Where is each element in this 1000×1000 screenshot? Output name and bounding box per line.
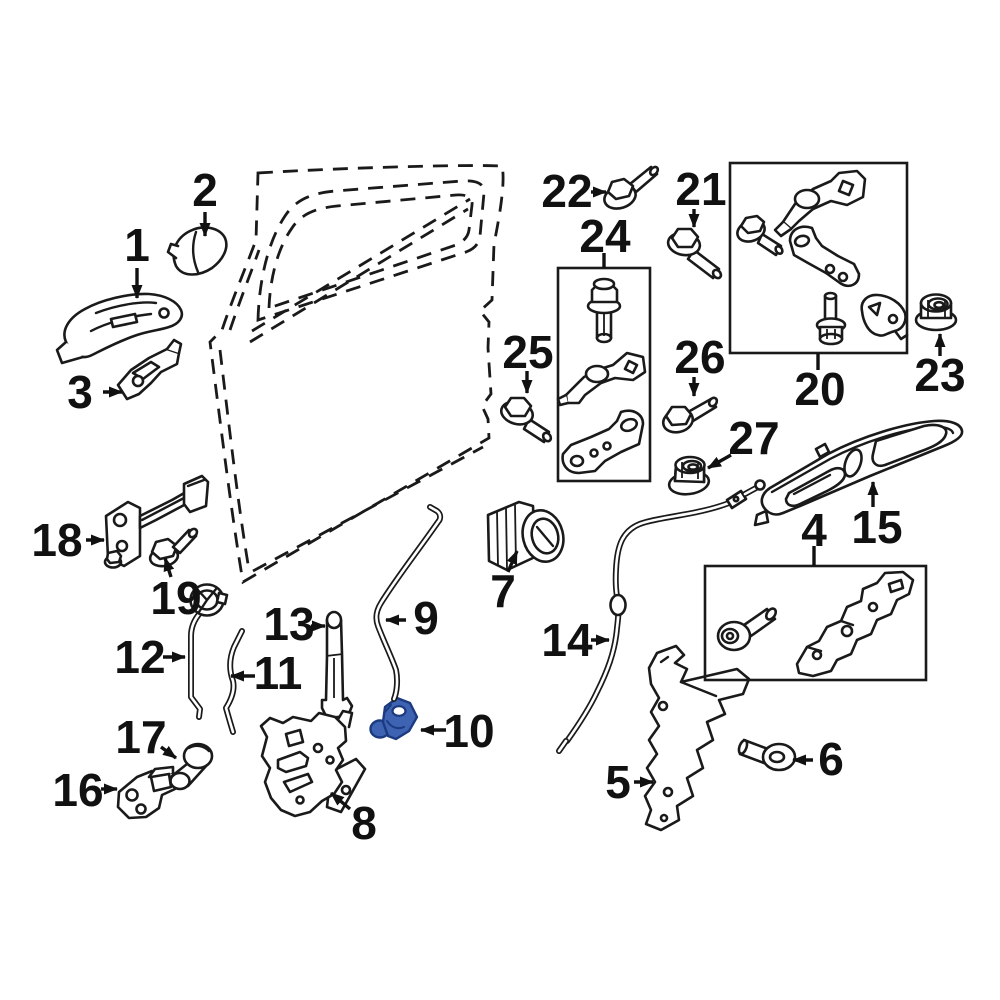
callout-label-17: 17 bbox=[115, 711, 166, 763]
part-24-bolt bbox=[586, 277, 622, 344]
callout-label-2: 2 bbox=[192, 164, 218, 216]
part-12-lock-rod-grommet bbox=[188, 583, 229, 720]
part-4-reinforcement-bracket bbox=[795, 570, 915, 678]
callout-label-11: 11 bbox=[254, 647, 303, 699]
part-6-shoulder-screw bbox=[737, 738, 797, 772]
callout-label-24: 24 bbox=[579, 210, 631, 262]
part-16-bracket bbox=[116, 765, 177, 820]
callout-label-21: 21 bbox=[675, 163, 726, 215]
part-23-flange-nut bbox=[914, 293, 958, 332]
callout-label-1: 1 bbox=[124, 219, 150, 271]
part-1-exterior-door-handle bbox=[55, 292, 184, 365]
part-20-knuckle bbox=[860, 293, 909, 341]
callout-label-27: 27 bbox=[728, 412, 779, 464]
callout-label-18: 18 bbox=[31, 514, 82, 566]
part-10-rod-clip-highlighted bbox=[369, 696, 419, 741]
group-box-4-reinforcement-kit bbox=[703, 564, 928, 682]
callout-label-10: 10 bbox=[443, 705, 494, 757]
part-19-check-strap-bolt bbox=[148, 527, 199, 568]
part-11-lock-rod bbox=[223, 628, 245, 735]
group-box-24-striker-kit bbox=[556, 266, 652, 483]
part-9-latch-rod bbox=[373, 504, 444, 702]
part-20-bolt bbox=[736, 214, 784, 257]
part-20-bracket-upper bbox=[773, 169, 867, 238]
callout-label-6: 6 bbox=[818, 733, 844, 785]
part-24-bracket-lower bbox=[561, 409, 645, 475]
part-2-handle-end-cap bbox=[166, 226, 228, 276]
part-24-bracket-upper bbox=[556, 351, 647, 407]
callout-arrow-17 bbox=[159, 745, 178, 760]
part-22-hinge-bolt bbox=[603, 165, 660, 210]
callout-label-3: 3 bbox=[67, 366, 93, 418]
callout-label-22: 22 bbox=[541, 165, 592, 217]
callout-label-25: 25 bbox=[502, 326, 553, 378]
callout-label-19: 19 bbox=[150, 572, 201, 624]
part-18-door-check-strap bbox=[103, 474, 210, 569]
callout-label-16: 16 bbox=[52, 764, 103, 816]
part-15-interior-handle-bezel bbox=[753, 419, 964, 527]
callout-label-15: 15 bbox=[851, 501, 902, 553]
part-3-handle-mount-bracket bbox=[116, 338, 183, 401]
callout-label-20: 20 bbox=[794, 363, 845, 415]
callout-label-14: 14 bbox=[541, 614, 593, 666]
callout-label-12: 12 bbox=[114, 631, 165, 683]
door-panel-outline bbox=[208, 164, 505, 585]
callout-arrow-7 bbox=[506, 550, 519, 573]
callout-label-26: 26 bbox=[674, 331, 725, 383]
callout-label-9: 9 bbox=[413, 592, 439, 644]
part-7-lock-cylinder bbox=[486, 500, 565, 572]
part-21-hinge-bolt bbox=[666, 227, 723, 280]
part-26-bolt bbox=[661, 396, 719, 434]
callout-label-4: 4 bbox=[801, 504, 827, 556]
callout-label-5: 5 bbox=[605, 756, 631, 808]
callout-label-23: 23 bbox=[914, 349, 965, 401]
part-14-release-cable bbox=[556, 479, 766, 754]
part-27-flange-nut bbox=[667, 455, 711, 496]
part-4-screw bbox=[716, 607, 778, 652]
callout-arrow-19 bbox=[163, 557, 175, 578]
part-5-lock-actuator-bracket bbox=[643, 644, 751, 832]
part-13-lock-knob-rod bbox=[320, 610, 354, 720]
callout-label-13: 13 bbox=[263, 598, 314, 650]
callout-arrow-8 bbox=[329, 791, 352, 811]
part-8-door-latch bbox=[259, 709, 367, 818]
part-20-bracket-lower bbox=[788, 225, 861, 287]
part-17-bumper-grommet bbox=[169, 742, 214, 791]
callout-arrow-27 bbox=[707, 453, 732, 470]
callout-label-7: 7 bbox=[490, 565, 516, 617]
callout-label-8: 8 bbox=[351, 797, 377, 849]
group-box-20-hinge-kit bbox=[728, 161, 909, 355]
part-25-bolt bbox=[499, 396, 553, 444]
part-20-stud bbox=[815, 291, 847, 346]
